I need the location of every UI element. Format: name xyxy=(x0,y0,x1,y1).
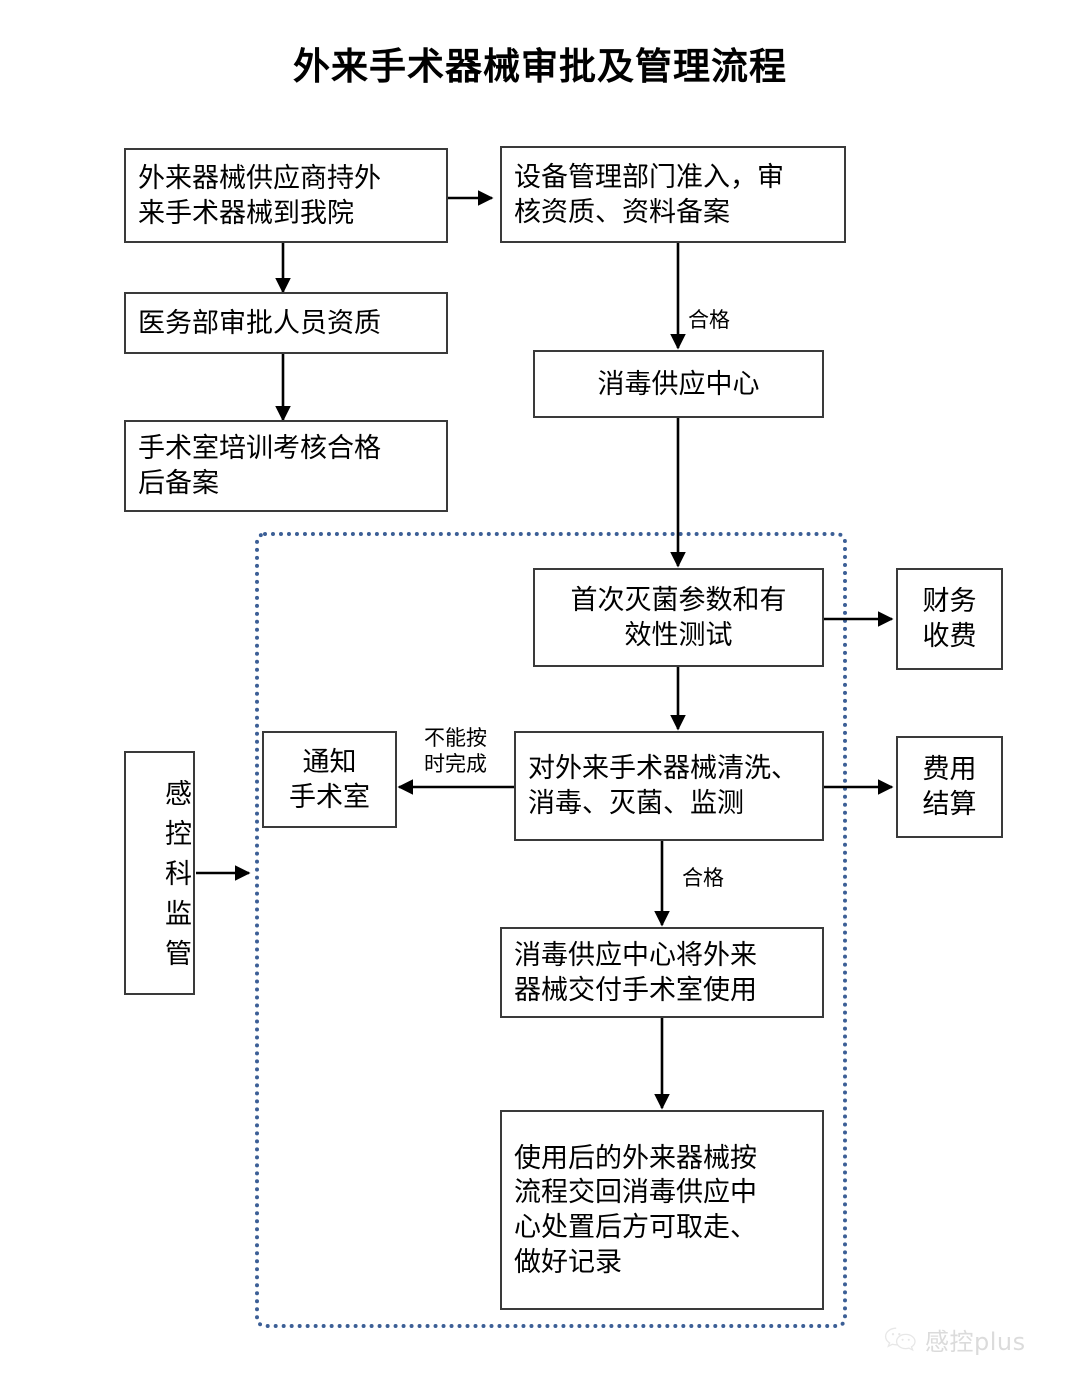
node-fee-settlement[interactable]: 费用 结算 xyxy=(896,736,1003,838)
edge-label-qualified-mid: 合格 xyxy=(682,866,724,890)
watermark: 感控plus xyxy=(884,1322,1026,1357)
node-infection-control-label: 感控科监管 xyxy=(161,779,191,979)
node-medical-affairs-label: 医务部审批人员资质 xyxy=(138,307,381,338)
wechat-icon xyxy=(884,1327,916,1351)
node-finance-charge[interactable]: 财务 收费 xyxy=(896,568,1003,670)
node-finance-charge-label: 财务 收费 xyxy=(922,586,977,651)
cssd-scope-dashed-region xyxy=(255,532,847,1328)
watermark-text: 感控plus xyxy=(925,1328,1026,1356)
edge-label-cannot-finish-on-time: 不能按 时完成 xyxy=(424,726,487,776)
node-notify-or-label: 通知 手术室 xyxy=(289,746,370,812)
node-or-training[interactable]: 手术室培训考核合格 后备案 xyxy=(124,420,448,512)
edge-label-qualified-top: 合格 xyxy=(688,308,730,332)
node-infection-control[interactable]: 感控科监管 xyxy=(124,751,195,995)
node-first-sterilization-test-label: 首次灭菌参数和有 效性测试 xyxy=(570,584,787,650)
node-cssd-deliver[interactable]: 消毒供应中心将外来 器械交付手术室使用 xyxy=(500,927,824,1018)
node-fee-settlement-label: 费用 结算 xyxy=(922,754,977,819)
node-clean-disinfect-label: 对外来手术器械清洗、 消毒、灭菌、监测 xyxy=(528,753,798,818)
node-or-training-label: 手术室培训考核合格 后备案 xyxy=(138,433,381,498)
node-equipment-dept-label: 设备管理部门准入，审 核资质、资料备案 xyxy=(514,161,784,227)
node-medical-affairs[interactable]: 医务部审批人员资质 xyxy=(124,292,448,354)
node-cssd-label: 消毒供应中心 xyxy=(597,368,760,399)
node-post-use-return[interactable]: 使用后的外来器械按 流程交回消毒供应中 心处置后方可取走、 做好记录 xyxy=(500,1110,824,1310)
node-equipment-dept[interactable]: 设备管理部门准入，审 核资质、资料备案 xyxy=(500,146,846,243)
node-supplier-label: 外来器械供应商持外 来手术器械到我院 xyxy=(138,162,381,228)
node-cssd[interactable]: 消毒供应中心 xyxy=(533,350,824,418)
node-notify-or[interactable]: 通知 手术室 xyxy=(262,731,397,828)
page-title: 外来手术器械审批及管理流程 xyxy=(293,46,787,87)
node-first-sterilization-test[interactable]: 首次灭菌参数和有 效性测试 xyxy=(533,568,824,667)
node-post-use-return-label: 使用后的外来器械按 流程交回消毒供应中 心处置后方可取走、 做好记录 xyxy=(514,1142,757,1277)
node-cssd-deliver-label: 消毒供应中心将外来 器械交付手术室使用 xyxy=(514,939,757,1005)
node-clean-disinfect[interactable]: 对外来手术器械清洗、 消毒、灭菌、监测 xyxy=(514,731,824,841)
node-supplier[interactable]: 外来器械供应商持外 来手术器械到我院 xyxy=(124,148,448,243)
